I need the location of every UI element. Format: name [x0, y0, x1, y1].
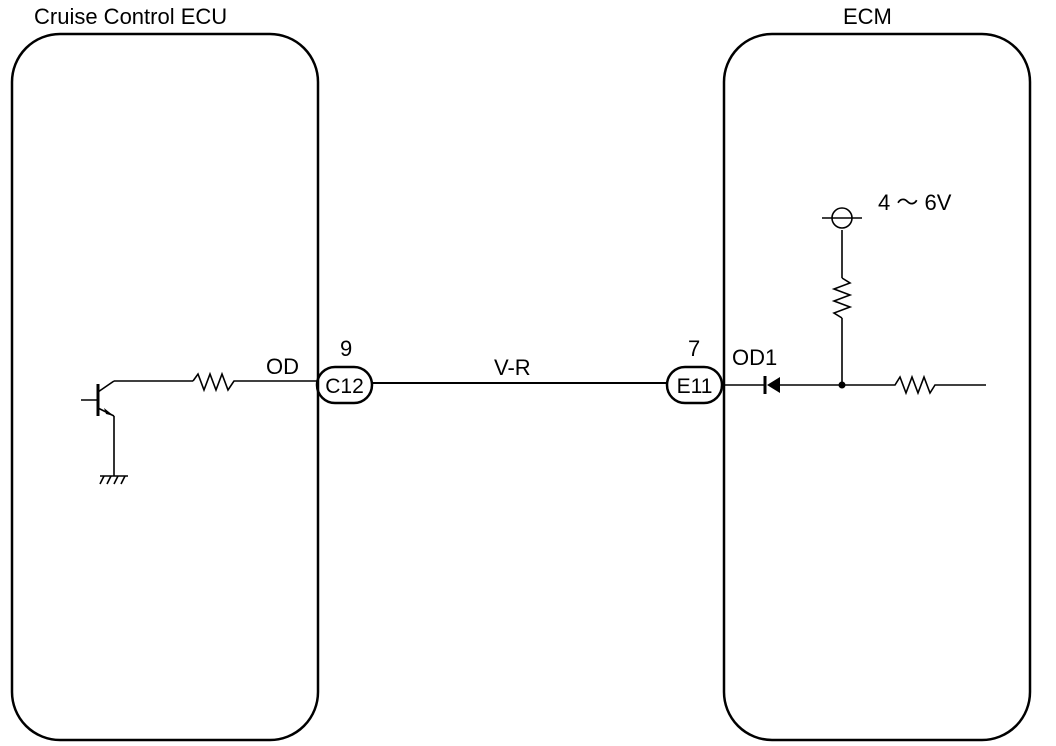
wire-color-code: V-R	[494, 355, 531, 380]
ecm-module: ECM OD1 4 ～ 6V	[722, 4, 1032, 742]
connector-c12-shape	[315, 365, 374, 405]
cruise-control-ecu-box	[10, 32, 320, 742]
cruise-control-ecu: Cruise Control ECU OD	[10, 4, 320, 742]
ecm-box	[722, 32, 1032, 742]
input-resistor-icon	[842, 374, 986, 396]
resistor-icon	[192, 371, 318, 393]
terminal-od1-label: OD1	[732, 345, 777, 370]
connector-c12: 9 C12	[315, 336, 374, 405]
voltage-source-icon	[822, 207, 862, 229]
connector-e11: 7 E11	[665, 336, 724, 405]
ecm-title: ECM	[843, 4, 892, 29]
wire-v-r: V-R	[372, 355, 667, 384]
connector-c12-code: C12	[325, 375, 364, 398]
diode-icon	[763, 376, 842, 394]
ground-icon	[99, 475, 128, 485]
voltage-label: 4 ～ 6V	[878, 190, 952, 215]
connector-c12-pin: 9	[340, 336, 352, 361]
transistor-symbol	[81, 380, 193, 476]
connector-e11-pin: 7	[688, 336, 700, 361]
pullup-resistor-icon	[831, 277, 853, 319]
connector-e11-code: E11	[677, 375, 713, 398]
terminal-od-label: OD	[266, 354, 299, 379]
cruise-control-ecu-title: Cruise Control ECU	[34, 4, 227, 29]
